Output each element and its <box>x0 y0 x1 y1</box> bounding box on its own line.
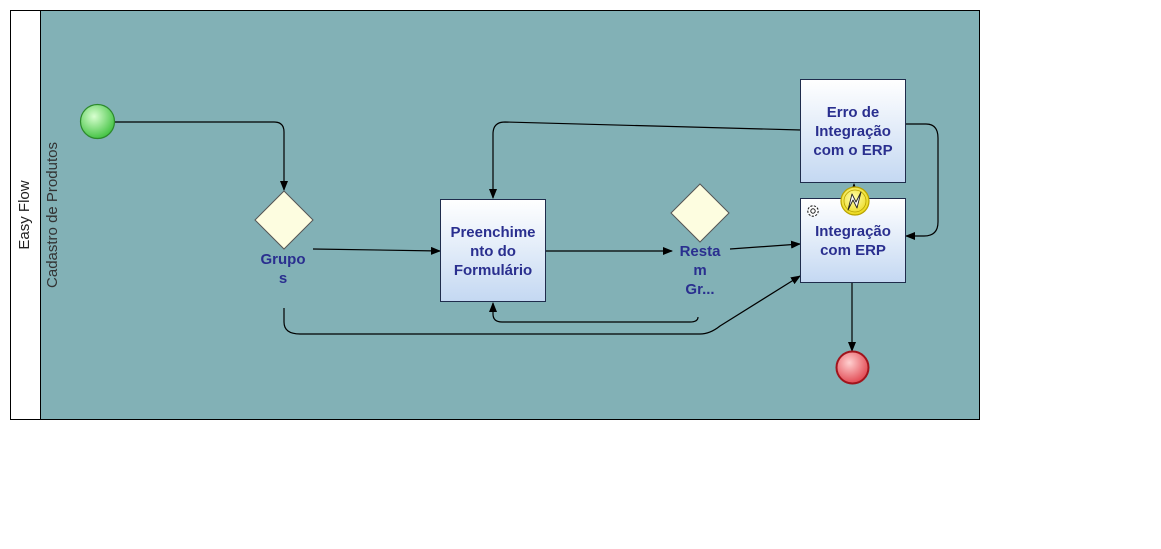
task-preenchimento-line3: Formulário <box>453 261 533 279</box>
gateway-restam[interactable] <box>670 183 730 243</box>
task-erro-line3: com o ERP <box>813 141 893 159</box>
start-event[interactable] <box>79 103 116 140</box>
error-boundary-event[interactable] <box>840 186 870 216</box>
gateway-restam-line3: Gr... <box>685 281 715 298</box>
gear-icon <box>807 205 819 217</box>
flow-start-to-grupos[interactable] <box>115 121 288 191</box>
gateway-restam-line2: m <box>693 262 707 279</box>
task-integracao-line2: com ERP <box>820 242 886 259</box>
gateway-grupos[interactable] <box>254 190 314 250</box>
pool-label: Easy Flow <box>16 180 33 250</box>
flow-erro-back-to-preenchimento[interactable] <box>489 121 802 199</box>
task-preenchimento[interactable] <box>440 199 546 302</box>
gateway-restam-label: Resta m Gr... <box>670 242 730 299</box>
flow-grupos-to-preenchimento[interactable] <box>312 246 441 255</box>
task-erro-label: Erro de Integração com o ERP <box>800 80 906 182</box>
gateway-grupos-line1: Grupo <box>260 251 306 268</box>
task-erro-line2: Integração <box>815 122 891 140</box>
flow-grupos-to-integracao[interactable] <box>283 275 801 335</box>
task-preenchimento-line1: Preenchime <box>450 223 536 241</box>
task-erro-line1: Erro de <box>826 103 880 121</box>
lane-label: Cadastro de Produtos <box>44 142 61 288</box>
lightning-icon <box>847 191 862 211</box>
gateway-grupos-line2: s <box>278 270 288 287</box>
task-preenchimento-label: Preenchime nto do Formulário <box>440 200 546 302</box>
gateway-restam-line1: Resta <box>679 243 721 260</box>
task-erro[interactable] <box>800 79 906 183</box>
task-integracao-line1: Integração <box>815 223 891 240</box>
flow-erro-to-integracao[interactable] <box>905 123 939 240</box>
flow-restam-back-to-preenchimento[interactable] <box>489 302 699 323</box>
task-preenchimento-line2: nto do <box>470 242 516 260</box>
gateway-grupos-label: Grupo s <box>253 250 313 288</box>
end-event[interactable] <box>835 350 870 385</box>
flow-restam-to-integracao[interactable] <box>729 240 801 250</box>
task-integracao-label: Integração com ERP <box>800 200 906 282</box>
